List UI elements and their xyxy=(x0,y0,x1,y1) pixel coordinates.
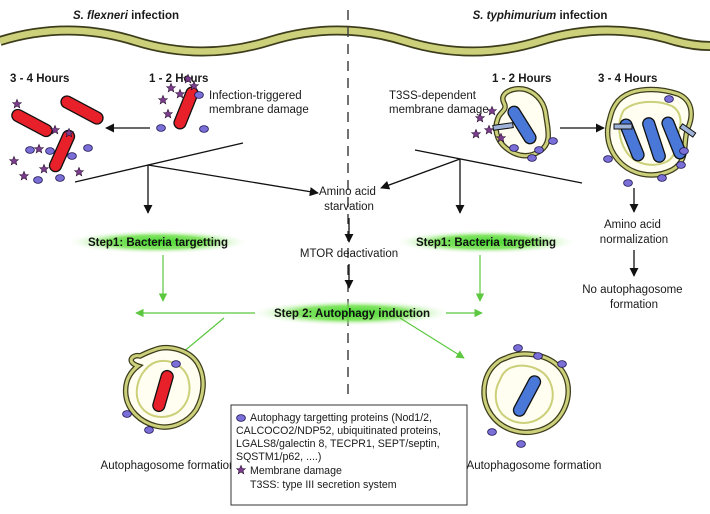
salmonella-late xyxy=(603,86,697,187)
autophagosome-right xyxy=(481,344,571,448)
autophagosome-left-label: Autophagosome formation xyxy=(101,460,236,472)
autophagosome-left xyxy=(122,344,206,434)
legend-protein-icon xyxy=(236,414,246,422)
step1-right-glow xyxy=(394,230,578,254)
time-right-late: 3 - 4 Hours xyxy=(598,73,657,85)
shigella-late xyxy=(9,95,104,184)
amino-starvation-label: Amino acid starvation xyxy=(319,186,379,213)
no-autophagosome-label: No autophagosome formation xyxy=(582,284,686,311)
legend-membrane-damage: Membrane damage xyxy=(250,465,342,477)
step1-left-glow xyxy=(66,230,250,254)
legend-proteins-text: Autophagy targetting proteins (Nod1/2, C… xyxy=(236,412,444,463)
left-branch xyxy=(74,142,319,214)
header-right: S. typhimurium infection xyxy=(473,10,608,22)
autophagosome-right-label: Autophagosome formation xyxy=(467,460,602,472)
amino-normalization-label: Amino acid normalization xyxy=(600,219,668,246)
step1-right-label: Step1: Bacteria targetting xyxy=(416,237,556,249)
step1-left-label: Step1: Bacteria targetting xyxy=(88,237,228,249)
t3ss-damage-label: T3SS-dependent membrane damage xyxy=(389,90,489,116)
legend: Autophagy targetting proteins (Nod1/2, C… xyxy=(230,404,468,506)
shigella-early xyxy=(156,74,209,133)
legend-t3ss: T3SS: type III secretion system xyxy=(250,479,397,491)
infection-damage-label: Infection-triggered membrane damage xyxy=(209,90,309,116)
mtor-label: MTOR deactivation xyxy=(300,248,398,260)
salmonella-early xyxy=(471,86,558,162)
header-left: S. flexneri infection xyxy=(73,10,179,22)
time-right-early: 1 - 2 Hours xyxy=(492,73,551,85)
time-left-early: 1 - 2 Hours xyxy=(149,73,208,85)
time-left-late: 3 - 4 Hours xyxy=(10,73,69,85)
right-branch xyxy=(380,149,639,277)
plasma-membrane xyxy=(0,25,710,57)
step2-label: Step 2: Autophagy induction xyxy=(274,308,430,320)
